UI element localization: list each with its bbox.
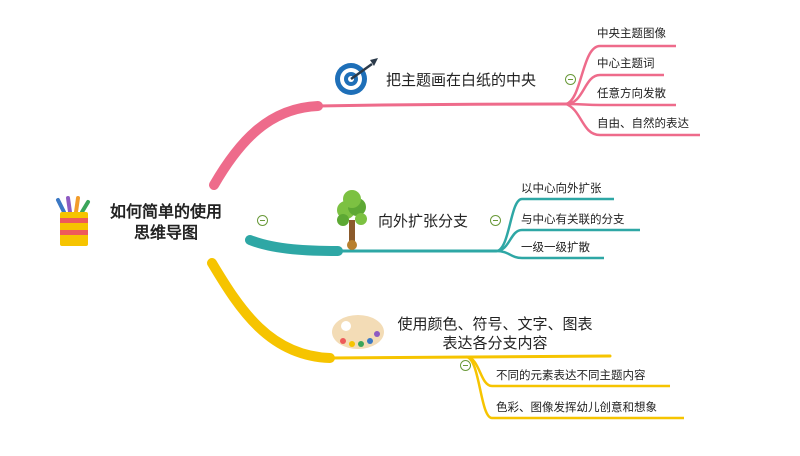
tree-icon [337, 190, 367, 250]
palette-icon [332, 315, 384, 349]
root-topic[interactable]: 如何简单的使用 思维导图 [92, 201, 240, 243]
leaf-2-3-line [495, 249, 604, 260]
branch-1-connector [209, 101, 323, 190]
collapse-toggle-branch-1[interactable] [565, 74, 576, 85]
leaf-3-2[interactable]: 色彩、图像发挥幼儿创意和想象 [496, 400, 657, 414]
leaf-2-1[interactable]: 以中心向外扩张 [521, 181, 602, 195]
leaf-1-3[interactable]: 任意方向发散 [597, 86, 666, 100]
root-title-line1: 如何简单的使用 [109, 202, 222, 221]
branch-1-label[interactable]: 把主题画在白纸的中央 [386, 71, 537, 89]
branch-3-label[interactable]: 使用颜色、符号、文字、图表 表达各分支内容 [386, 315, 604, 353]
leaf-3-2-line [465, 355, 684, 420]
branch-3-label-line2: 表达各分支内容 [442, 333, 548, 352]
leaf-1-1[interactable]: 中央主题图像 [597, 26, 666, 40]
branch-2-connector [245, 235, 343, 256]
collapse-toggle-branch-3[interactable] [460, 360, 471, 371]
root-title-line2: 思维导图 [133, 223, 198, 242]
leaf-1-1-line [565, 44, 676, 106]
collapse-toggle-root[interactable] [257, 215, 268, 226]
leaf-2-3[interactable]: 一级一级扩散 [521, 240, 590, 254]
branch-3-label-line1: 使用颜色、符号、文字、图表 [397, 315, 593, 333]
target-icon [335, 58, 378, 95]
leaf-2-2[interactable]: 与中心有关联的分支 [521, 212, 625, 226]
leaf-3-1[interactable]: 不同的元素表达不同主题内容 [496, 368, 646, 382]
branch-1-underline [316, 102, 568, 108]
branch-2-label[interactable]: 向外扩张分支 [378, 212, 469, 230]
leaf-1-4-line [565, 102, 700, 137]
collapse-toggle-branch-2[interactable] [490, 215, 501, 226]
pencil-cup-icon [56, 196, 90, 246]
leaf-1-4[interactable]: 自由、自然的表达 [597, 116, 689, 130]
leaf-1-2[interactable]: 中心主题词 [597, 56, 655, 70]
leaf-1-3-line [565, 102, 676, 107]
branch-3-connector [207, 258, 335, 363]
